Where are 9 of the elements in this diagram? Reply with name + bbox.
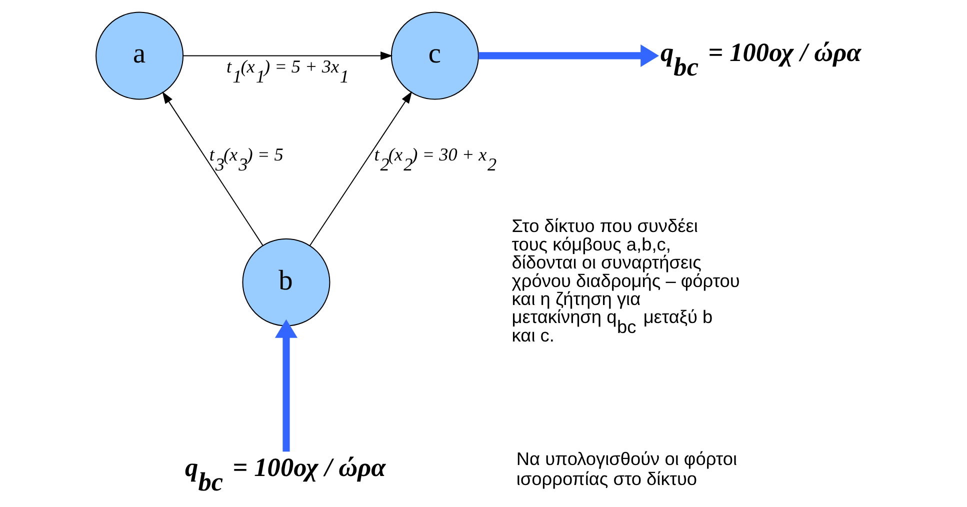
label: Να υπολογισθούν οι φόρτοι ισορροπίας στο δίκτυο (516, 448, 738, 490)
arrow (162, 91, 264, 246)
arrow (309, 91, 412, 246)
node-circle: b (242, 238, 330, 326)
arrow (183, 51, 393, 60)
node-circle: c (390, 12, 479, 100)
arrow (274, 319, 298, 452)
node-circle: a (96, 12, 184, 100)
arrow (478, 44, 660, 67)
